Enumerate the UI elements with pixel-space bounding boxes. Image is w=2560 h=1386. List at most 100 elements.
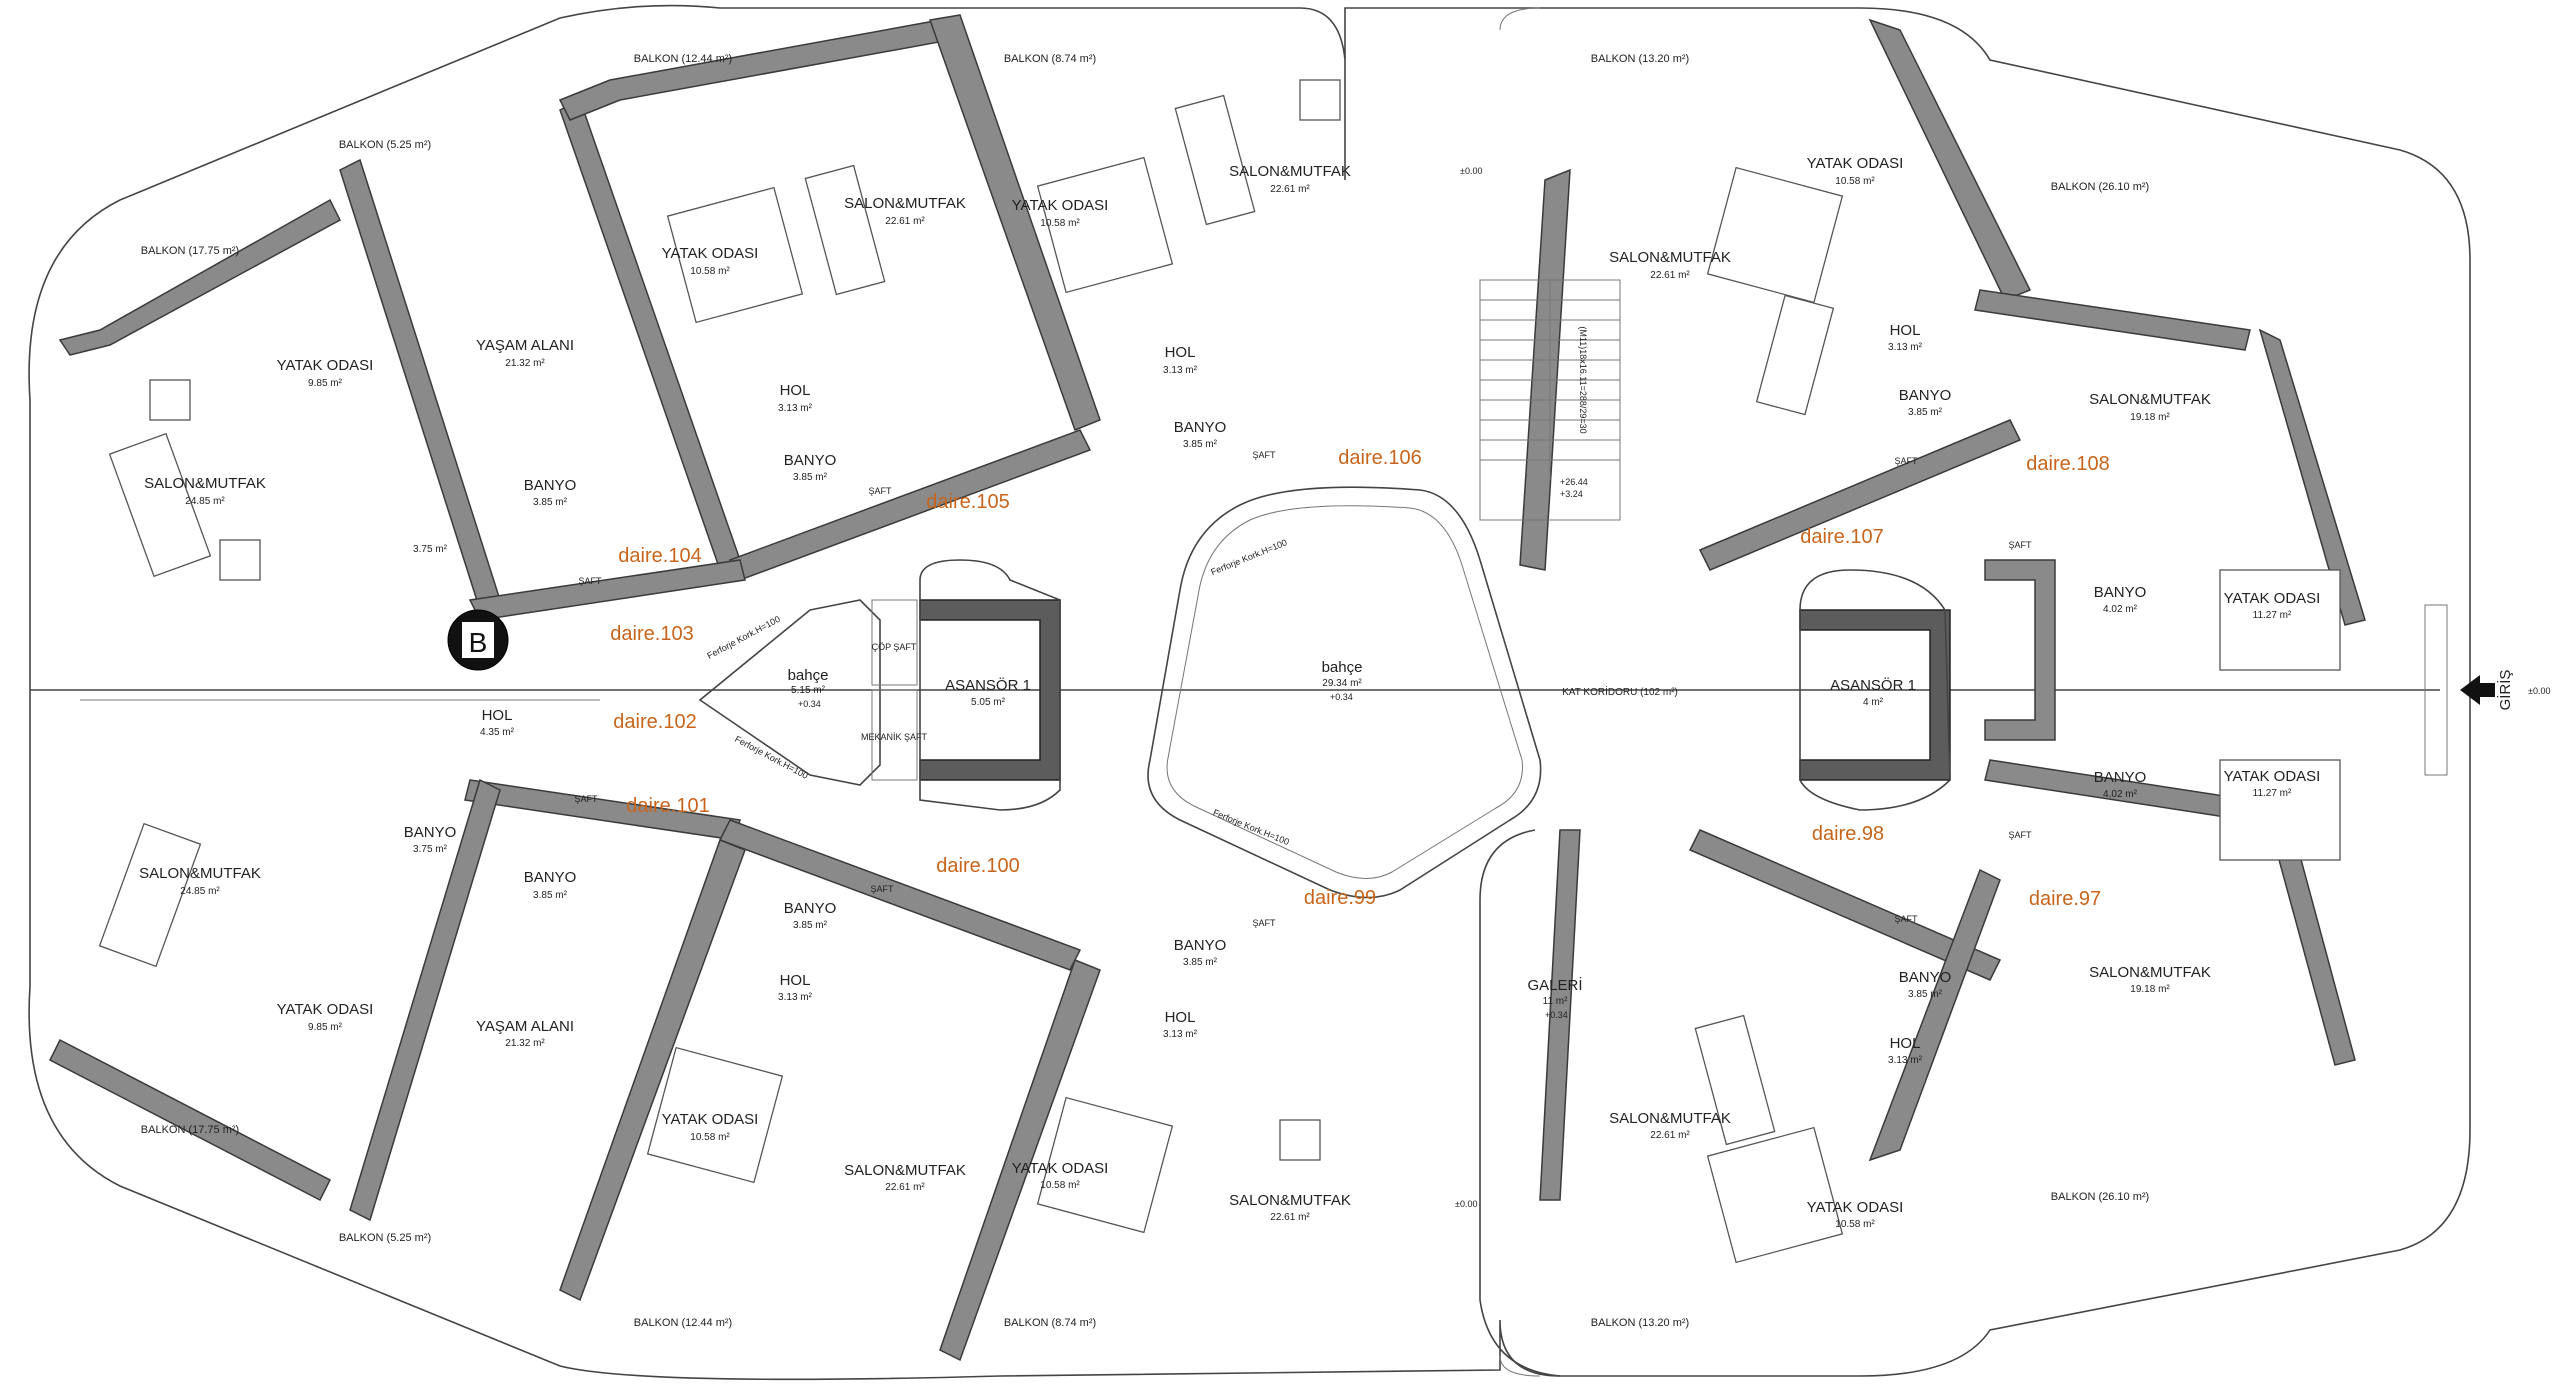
stair: (M11)18x16.11=288/29=30 +26.44 +3.24 — [1479, 279, 1621, 521]
core-labels: ASANSÖR 1 5.05 m² ASANSÖR 1 4 m² ÇÖP ŞAF… — [788, 166, 1916, 1209]
building-outline — [28, 4, 2471, 1381]
room-name: HOL — [1890, 322, 1921, 339]
unit-label-105: daire.105 — [926, 491, 1009, 513]
entrance-level: ±0.00 — [2528, 686, 2550, 696]
room-area: 4.02 m² — [2103, 789, 2138, 800]
room-area: 3.85 m² — [533, 890, 568, 901]
room-area: 3.75 m² — [413, 544, 448, 555]
room-name: YATAK ODASI — [277, 357, 374, 374]
room-name: BANYO — [2094, 769, 2147, 786]
room-name: SALON&MUTFAK — [1609, 249, 1731, 266]
corridor-lines — [30, 689, 2440, 701]
room-area: 21.32 m² — [505, 1038, 545, 1049]
room-area: 4.02 m² — [2103, 604, 2138, 615]
saft-label: ŞAFT — [868, 486, 892, 496]
room-name: YAŞAM ALANI — [476, 337, 574, 354]
balcony-label: BALKON (8.74 m²) — [1004, 1317, 1096, 1329]
unit-labels: daire.97 daire.98 daire.99 daire.100 dai… — [610, 447, 2109, 910]
ferforje-label: Ferforje Kork.H=100 — [1209, 537, 1288, 577]
stair-level-b: +3.24 — [1560, 489, 1583, 499]
room-name: HOL — [780, 972, 811, 989]
room-name: SALON&MUTFAK — [139, 865, 261, 882]
galeri-level: +0.34 — [1545, 1010, 1568, 1020]
room-area: 10.58 m² — [1835, 176, 1875, 187]
room-name: BANYO — [524, 477, 577, 494]
cop-saft-label: ÇÖP ŞAFT — [872, 642, 917, 652]
room-name: BANYO — [784, 452, 837, 469]
mekanik-saft-label: MEKANİK ŞAFT — [861, 732, 928, 742]
room-name: SALON&MUTFAK — [2089, 964, 2211, 981]
unit-label-104: daire.104 — [618, 545, 701, 567]
garden-label: bahçe — [1322, 659, 1363, 676]
saft-label: ŞAFT — [1894, 914, 1918, 924]
room-name: HOL — [1890, 1035, 1921, 1052]
room-area: 22.61 m² — [885, 1182, 925, 1193]
unit-label-106: daire.106 — [1338, 447, 1421, 469]
unit-label-100: daire.100 — [936, 855, 1019, 877]
stair-label: (M11)18x16.11=288/29=30 — [1578, 326, 1588, 433]
unit-label-99: daire.99 — [1304, 887, 1376, 909]
room-area: 11.27 m² — [2253, 610, 2292, 621]
room-area: 3.75 m² — [413, 844, 448, 855]
room-area: 3.85 m² — [793, 472, 828, 483]
unit-label-108: daire.108 — [2026, 453, 2109, 475]
galeri-outline — [1479, 829, 1561, 1377]
garden-label: bahçe — [788, 667, 829, 684]
room-name: SALON&MUTFAK — [1229, 163, 1351, 180]
room-name: YATAK ODASI — [662, 1111, 759, 1128]
elevator-area: 5.05 m² — [971, 697, 1006, 708]
saft-label: ŞAFT — [1252, 918, 1276, 928]
room-area: 10.58 m² — [1040, 218, 1080, 229]
saft-label: ŞAFT — [1894, 456, 1918, 466]
balcony-label: BALKON (5.25 m²) — [339, 139, 431, 151]
saft-label: ŞAFT — [1252, 450, 1276, 460]
walls — [48, 14, 2366, 1362]
balcony-label: BALKON (13.20 m²) — [1591, 1317, 1689, 1329]
saft-label: ŞAFT — [2008, 830, 2032, 840]
room-name: HOL — [780, 382, 811, 399]
room-area: 3.85 m² — [793, 920, 828, 931]
elevator-label: ASANSÖR 1 — [1830, 676, 1916, 694]
balcony-label: BALKON (5.25 m²) — [339, 1232, 431, 1244]
room-name: BANYO — [1899, 969, 1952, 986]
room-name: SALON&MUTFAK — [1229, 1192, 1351, 1209]
balcony-label: BALKON (17.75 m²) — [141, 245, 239, 257]
room-name: YATAK ODASI — [277, 1001, 374, 1018]
unit-label-97: daire.97 — [2029, 888, 2101, 910]
room-area: 19.18 m² — [2130, 412, 2170, 423]
room-area: 3.13 m² — [1888, 1055, 1923, 1066]
room-name: YATAK ODASI — [662, 245, 759, 262]
stair-level-a: +26.44 — [1560, 477, 1588, 487]
room-name: YATAK ODASI — [2224, 768, 2321, 785]
room-name: BANYO — [1174, 937, 1227, 954]
elevator-label: ASANSÖR 1 — [945, 676, 1031, 694]
unit-label-98: daire.98 — [1812, 823, 1884, 845]
room-area: 10.58 m² — [1040, 1180, 1080, 1191]
room-name: SALON&MUTFAK — [844, 1162, 966, 1179]
saft-label: ŞAFT — [578, 576, 602, 586]
room-area: 3.85 m² — [1183, 439, 1218, 450]
room-area: 19.18 m² — [2130, 984, 2170, 995]
room-area: 3.85 m² — [1183, 957, 1218, 968]
room-area: 24.85 m² — [180, 886, 220, 897]
unit-label-102: daire.102 — [613, 711, 696, 733]
room-area: 3.13 m² — [778, 992, 813, 1003]
room-name: BANYO — [1174, 419, 1227, 436]
shaft-labels: ŞAFT ŞAFT ŞAFT ŞAFT ŞAFT ŞAFT ŞAFT ŞAFT … — [574, 450, 2032, 928]
room-area: 3.85 m² — [1908, 989, 1943, 1000]
furniture — [98, 79, 2341, 1264]
room-name: YATAK ODASI — [1012, 1160, 1109, 1177]
entrance: GİRİŞ ±0.00 — [2424, 604, 2550, 776]
room-area: 22.61 m² — [1650, 270, 1690, 281]
room-area: 10.58 m² — [690, 1132, 730, 1143]
elevator-area: 4 m² — [1863, 697, 1884, 708]
ground-level-bottom: ±0.00 — [1455, 1199, 1477, 1209]
room-area: 22.61 m² — [1270, 1212, 1310, 1223]
garden-area: 5.15 m² — [791, 685, 826, 696]
room-area: 22.61 m² — [1650, 1130, 1690, 1141]
unit-label-107: daire.107 — [1800, 526, 1883, 548]
room-area: 21.32 m² — [505, 358, 545, 369]
balcony-label: BALKON (13.20 m²) — [1591, 53, 1689, 65]
ground-level-top: ±0.00 — [1460, 166, 1482, 176]
room-area: 10.58 m² — [1835, 1219, 1875, 1230]
